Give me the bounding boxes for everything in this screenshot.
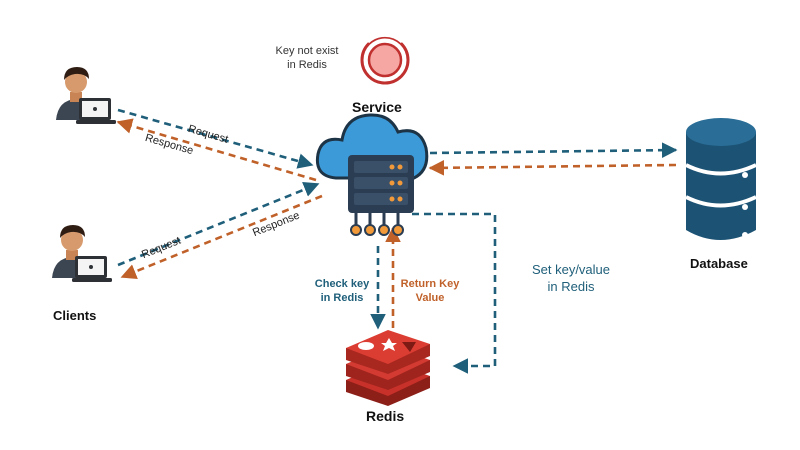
response-arrow-bottom bbox=[120, 194, 323, 279]
cloud-server-icon bbox=[315, 113, 429, 236]
client-laptop-icon bbox=[52, 225, 112, 282]
set-key-arrow bbox=[412, 212, 497, 374]
return-key-label: Return Key Value bbox=[400, 278, 460, 304]
request-arrow-top bbox=[117, 108, 314, 169]
alert-target-icon bbox=[360, 33, 410, 85]
check-key-label: Check key in Redis bbox=[314, 278, 370, 304]
db-response-arrow bbox=[428, 160, 677, 176]
clients-label: Clients bbox=[53, 308, 97, 323]
database-icon bbox=[685, 118, 757, 240]
key-not-exist-note: Key not exist in Redis bbox=[275, 45, 339, 71]
redis-label: Redis bbox=[366, 408, 405, 424]
redis-logo-icon bbox=[346, 330, 430, 406]
database-label: Database bbox=[690, 256, 748, 271]
service-label: Service bbox=[352, 99, 402, 115]
db-request-arrow bbox=[429, 142, 678, 158]
set-key-label: Set key/value in Redis bbox=[531, 262, 611, 294]
client-laptop-icon bbox=[56, 67, 116, 124]
response-arrow-top bbox=[116, 118, 317, 182]
